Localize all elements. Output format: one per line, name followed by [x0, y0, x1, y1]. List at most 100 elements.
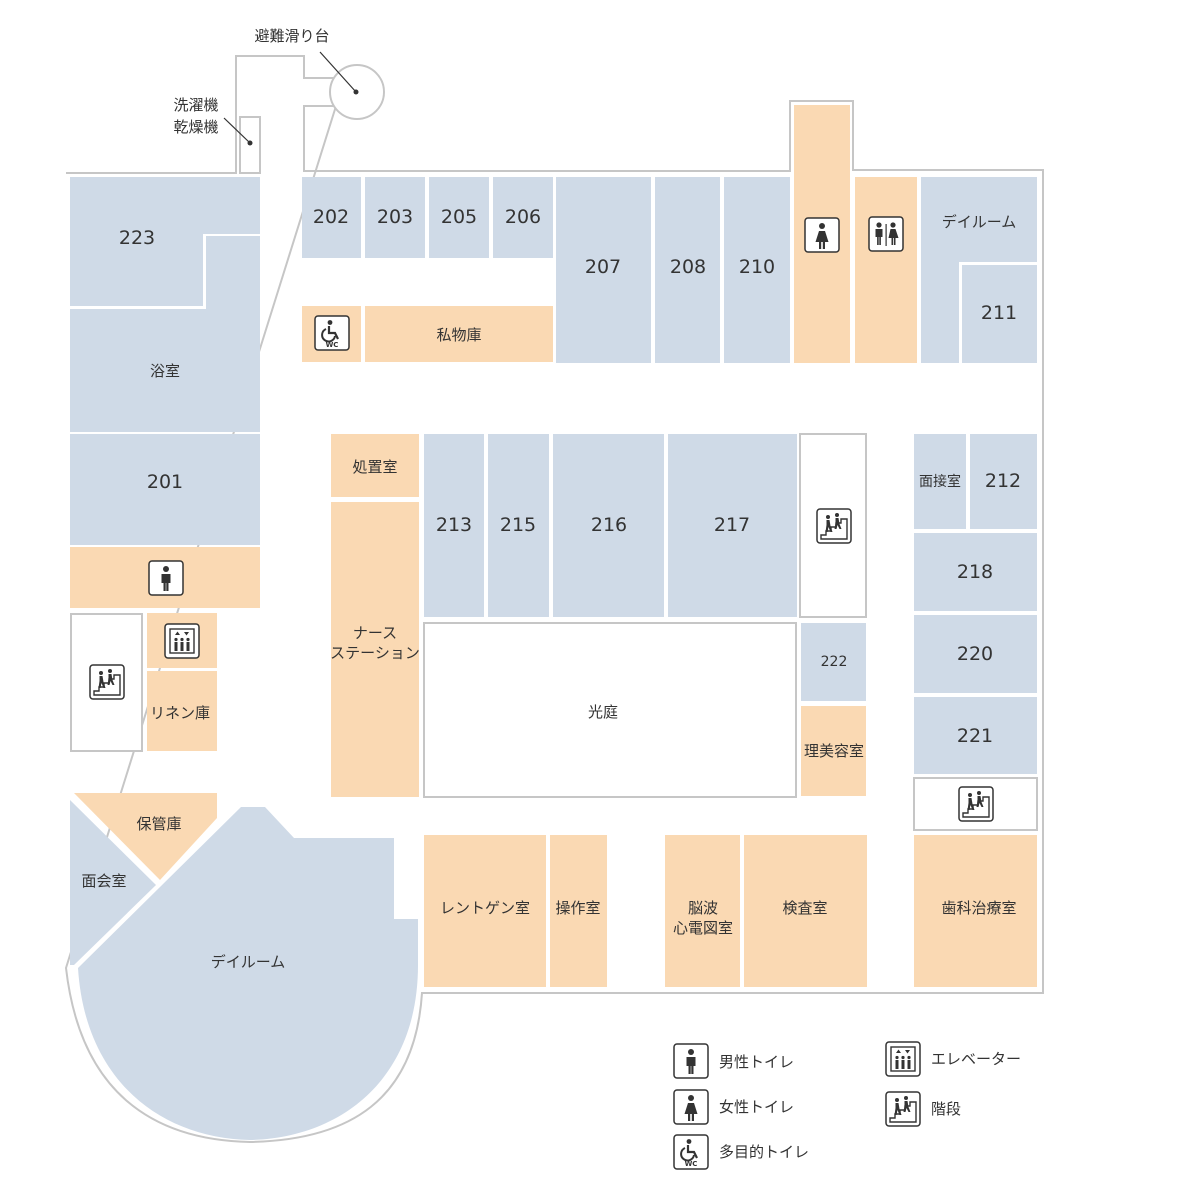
room-218-label: 218 — [957, 561, 993, 583]
legend-elevator-label: エレベーター — [931, 1050, 1021, 1068]
room-206-label: 206 — [505, 206, 541, 228]
room-222-label: 222 — [821, 654, 848, 670]
elevator-icon — [885, 1041, 921, 1077]
room-205-label: 205 — [441, 206, 477, 228]
room-207 — [556, 177, 651, 363]
control-room-label: 操作室 — [555, 899, 600, 917]
room-210 — [724, 177, 790, 363]
interview-room-label: 面接室 — [919, 473, 961, 490]
room-207-label: 207 — [585, 256, 621, 278]
interview-room — [914, 434, 966, 529]
exam-room — [744, 835, 867, 987]
bath-label: 浴室 — [150, 362, 180, 380]
room-217-label: 217 — [714, 514, 750, 536]
restroom-north — [855, 177, 917, 363]
private-storage-label: 私物庫 — [436, 326, 481, 344]
linen-storage-label: リネン庫 — [150, 704, 210, 722]
room-222 — [801, 623, 866, 701]
slide-callout-dot — [353, 89, 359, 95]
legend: 男性トイレ 女性トイレ 多目的トイレ エレベーター 階段 — [672, 1041, 1021, 1171]
room-216-label: 216 — [591, 514, 627, 536]
legend-male-label: 男性トイレ — [719, 1053, 794, 1071]
dayroom-southwest — [78, 807, 418, 1140]
male-toilet-icon — [148, 560, 184, 596]
room-202-label: 202 — [313, 206, 349, 228]
washer-callout-dot — [247, 140, 253, 146]
room-205 — [429, 177, 489, 258]
disposal-room-label: 処置室 — [352, 458, 397, 476]
elevator-icon — [164, 623, 200, 659]
room-208 — [655, 177, 720, 363]
dental-room — [914, 835, 1037, 987]
dental-room-label: 歯科治療室 — [941, 899, 1016, 917]
room-212 — [970, 434, 1037, 529]
linen-storage — [147, 671, 217, 751]
stairs-icon — [89, 664, 125, 700]
room-218 — [914, 533, 1037, 611]
nurse-station-label-1: ナース — [353, 624, 397, 642]
legend-stairs-label: 階段 — [931, 1100, 961, 1118]
eeg-ecg-label-1: 脳波 — [688, 899, 718, 917]
room-220-label: 220 — [957, 643, 993, 665]
slide-label: 避難滑り台 — [254, 27, 329, 45]
washer-label-1: 洗濯機 — [173, 96, 218, 114]
storage-room-label: 保管庫 — [136, 815, 181, 833]
room-208-label: 208 — [670, 256, 706, 278]
female-toilet-icon — [673, 1089, 709, 1125]
room-206 — [493, 177, 553, 258]
room-215 — [488, 434, 549, 617]
room-213 — [424, 434, 484, 617]
meeting-room-label: 面会室 — [81, 872, 126, 890]
dayroom-northeast-label: デイルーム — [942, 213, 1017, 231]
room-203-label: 203 — [377, 206, 413, 228]
private-storage — [365, 306, 553, 362]
xray-room — [424, 835, 546, 987]
stairs-icon — [816, 508, 852, 544]
restroom-icon — [868, 216, 904, 252]
female-toilet-icon — [804, 217, 840, 253]
room-211 — [962, 265, 1037, 363]
washer-callout-line — [223, 117, 251, 144]
room-202 — [302, 177, 361, 258]
room-221-label: 221 — [957, 725, 993, 747]
courtyard — [423, 622, 797, 798]
nurse-station-label-2: ステーション — [330, 644, 420, 662]
room-201-label: 201 — [147, 471, 183, 493]
barber-room-label: 理美容室 — [804, 742, 864, 760]
control-room — [550, 835, 607, 987]
room-223 — [70, 177, 260, 306]
accessible-toilet-icon — [313, 314, 351, 352]
room-212-label: 212 — [985, 470, 1021, 492]
bath — [70, 236, 260, 432]
exam-room-label: 検査室 — [782, 899, 827, 917]
legend-female-label: 女性トイレ — [719, 1098, 794, 1116]
room-217 — [668, 434, 797, 617]
room-220 — [914, 615, 1037, 693]
stairs-icon — [885, 1091, 921, 1127]
storage-room — [74, 793, 217, 880]
dayroom-northeast — [921, 177, 1037, 363]
room-203 — [365, 177, 425, 258]
courtyard-label: 光庭 — [588, 703, 618, 721]
meeting-room — [70, 800, 156, 965]
disposal-room — [331, 434, 419, 497]
nurse-station — [331, 502, 419, 797]
stairs-icon — [958, 786, 994, 822]
dayroom-southwest-label: デイルーム — [211, 953, 286, 971]
room-210-label: 210 — [739, 256, 775, 278]
male-toilet-icon — [673, 1043, 709, 1079]
eeg-ecg-label-2: 心電図室 — [673, 919, 733, 937]
washer-label-2: 乾燥機 — [173, 118, 218, 136]
room-211-label: 211 — [981, 302, 1017, 324]
room-221 — [914, 697, 1037, 774]
room-223-label: 223 — [119, 227, 155, 249]
slide-callout-line — [319, 51, 357, 93]
room-216 — [553, 434, 664, 617]
xray-room-label: レントゲン室 — [440, 899, 530, 917]
room-215-label: 215 — [500, 514, 536, 536]
eeg-ecg-room — [665, 835, 740, 987]
legend-multi-label: 多目的トイレ — [719, 1143, 809, 1161]
room-201 — [70, 434, 260, 545]
accessible-toilet-icon — [672, 1133, 710, 1171]
